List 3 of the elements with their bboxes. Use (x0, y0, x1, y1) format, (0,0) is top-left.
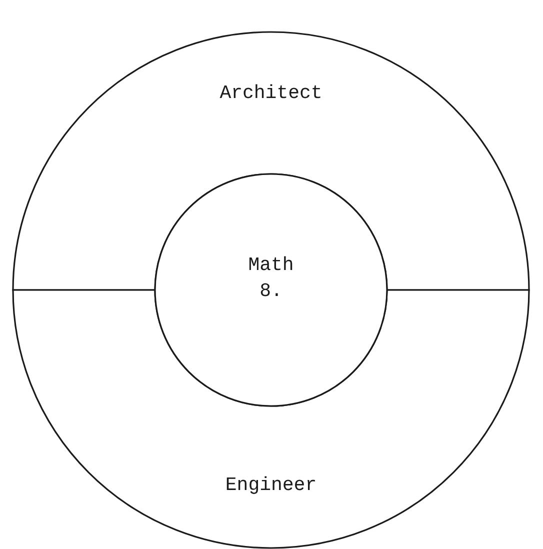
segment-label: Math 8. (247, 253, 295, 304)
segment-label: Engineer (224, 473, 318, 498)
segment-label: Architect (218, 81, 324, 106)
